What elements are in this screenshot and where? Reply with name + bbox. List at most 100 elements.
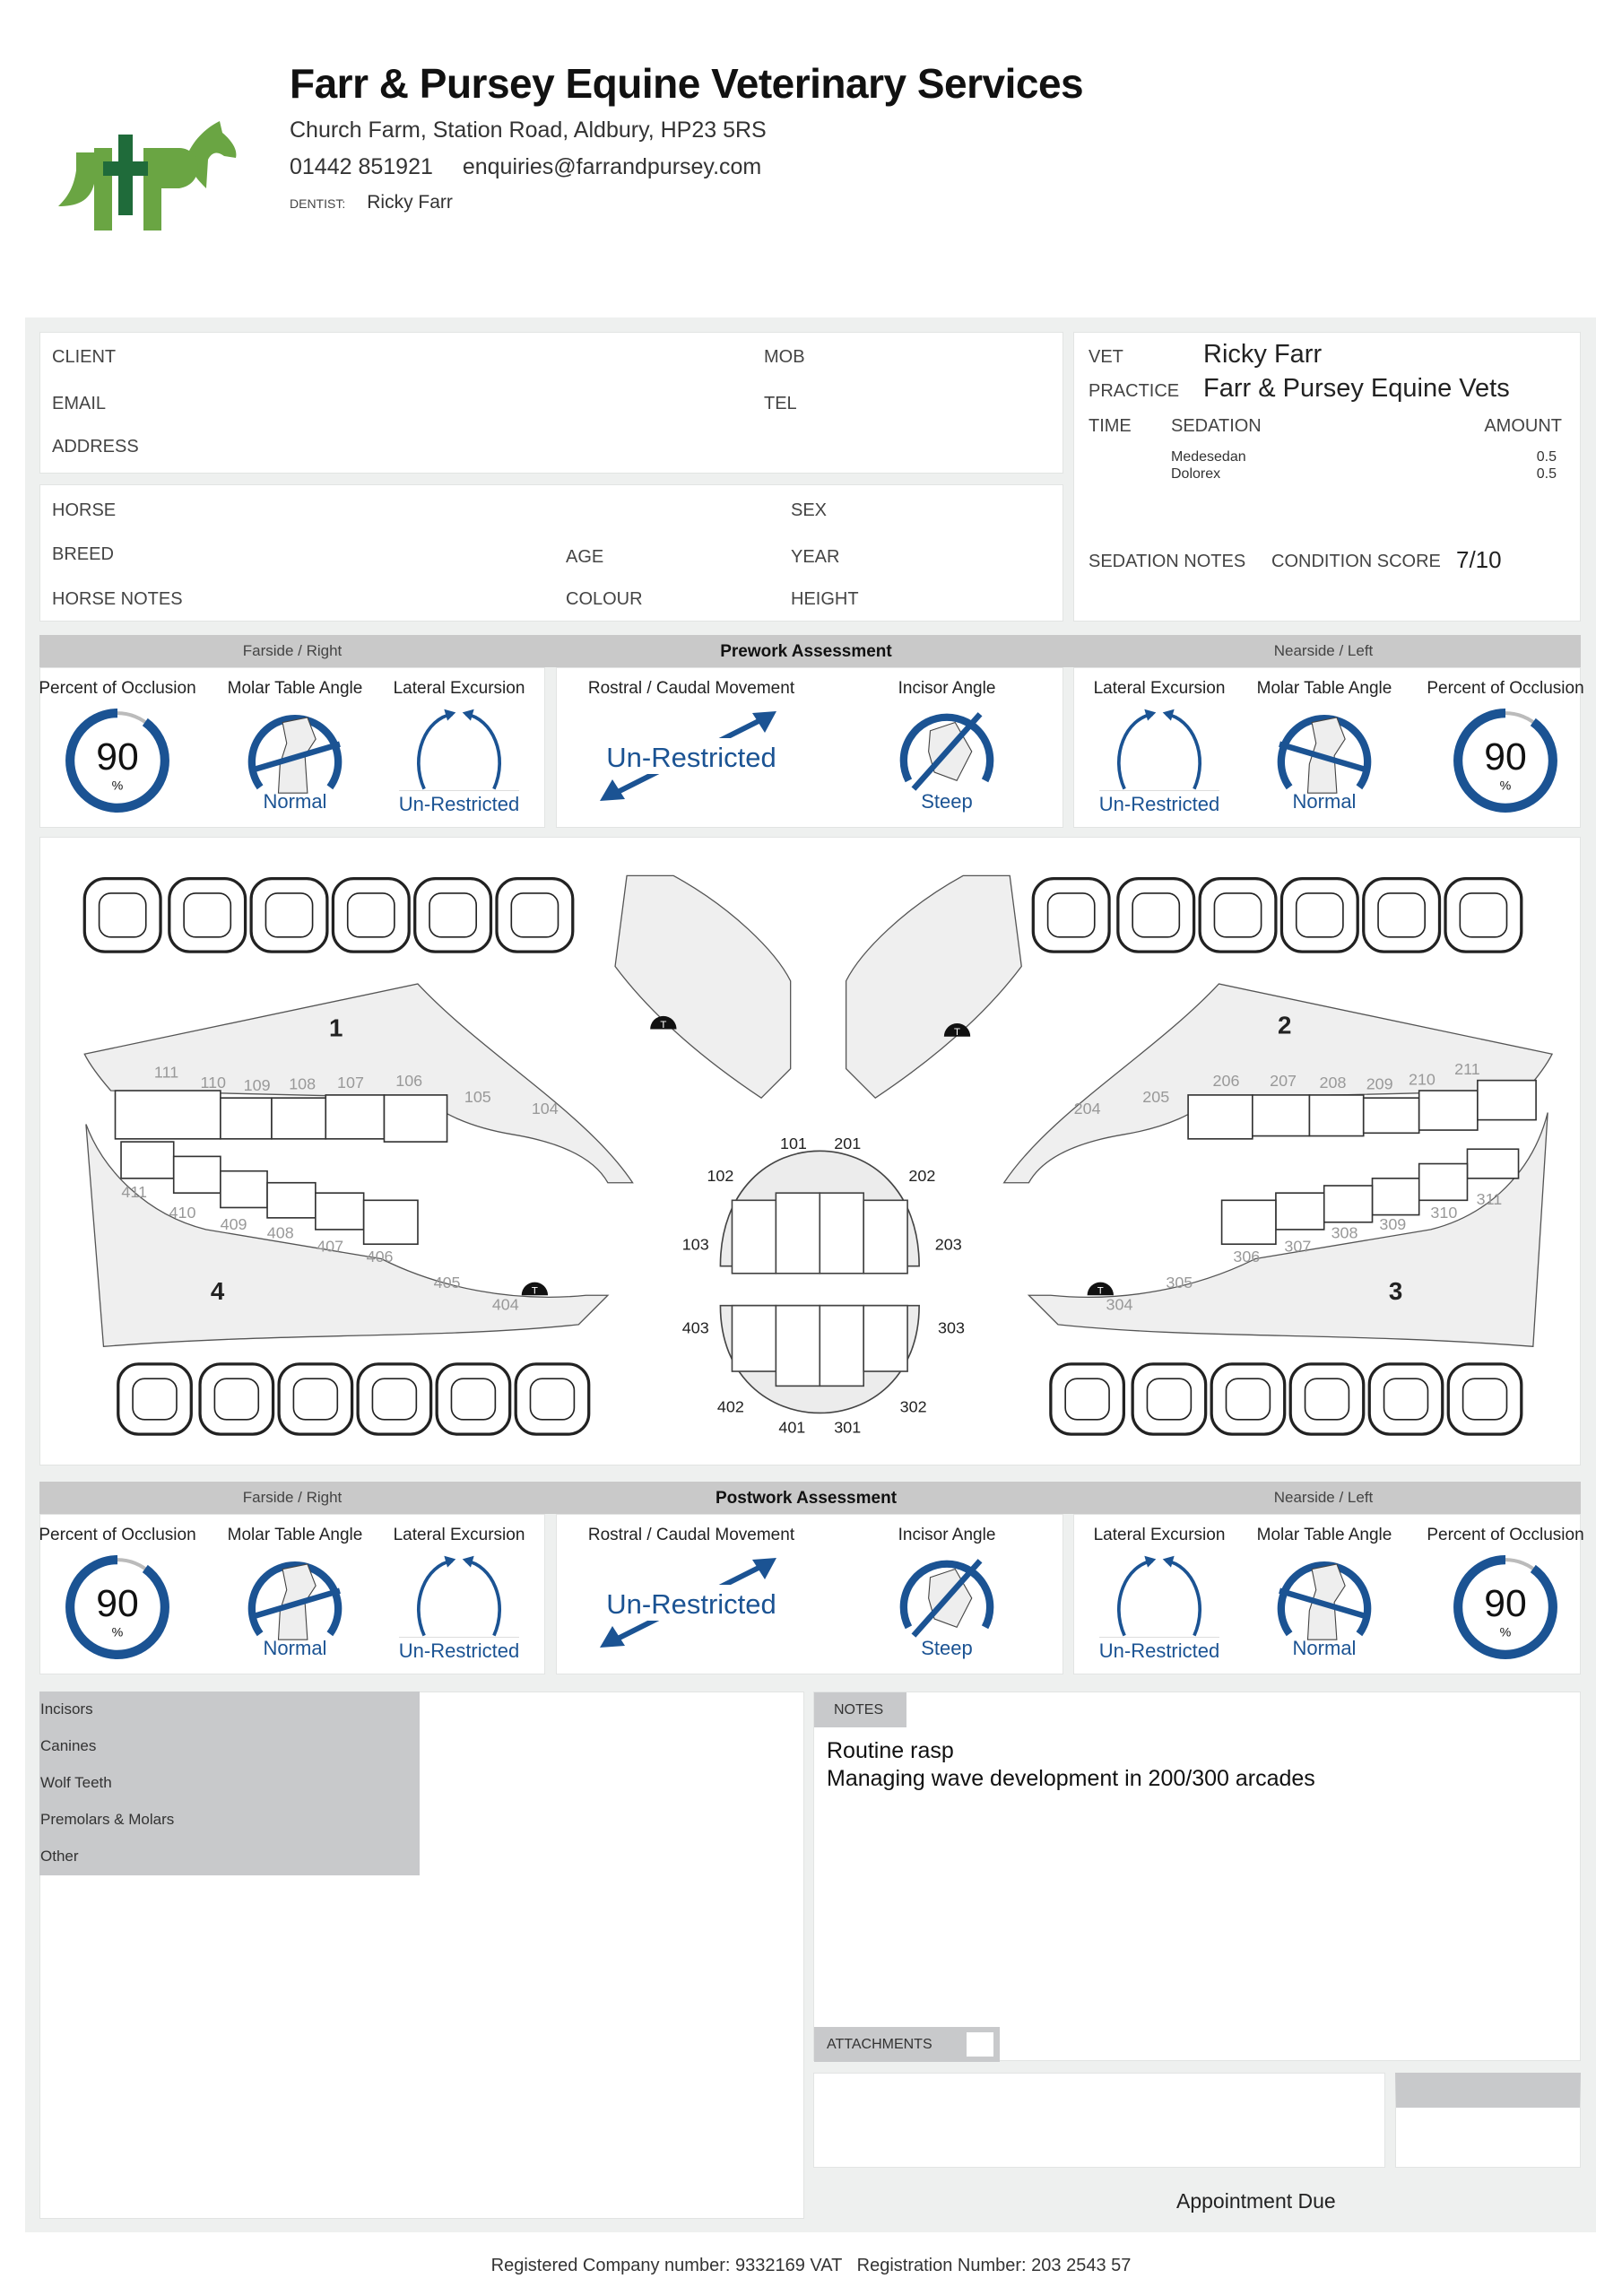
category-premolars-molars[interactable]: Premolars & Molars <box>40 1811 175 1828</box>
lateral-value: Un-Restricted <box>398 790 520 816</box>
occlusal-tooth <box>1049 1362 1125 1436</box>
molar-table-angle[interactable]: Molar Table Angle Normal <box>205 668 385 813</box>
category-incisors[interactable]: Incisors <box>40 1700 93 1718</box>
incisor-angle[interactable]: Incisor Angle Steep <box>857 1515 1037 1660</box>
percent-sign: % <box>112 779 124 794</box>
cheek-tooth <box>266 1181 317 1219</box>
tooth-number: 111 <box>154 1063 178 1081</box>
tooth-number: 201 <box>834 1135 861 1152</box>
cheek-tooth <box>383 1094 448 1143</box>
height-label: HEIGHT <box>791 589 859 609</box>
lateral-excursion[interactable]: Lateral Excursion Un-Restricted <box>1070 668 1249 816</box>
occlusion-gauge[interactable]: Percent of Occlusion 90 % <box>1416 1515 1595 1662</box>
occlusion-gauge[interactable]: Percent of Occlusion 90 % <box>1416 668 1595 815</box>
lateral-label: Lateral Excursion <box>1093 679 1226 698</box>
cheek-tooth <box>1252 1094 1311 1137</box>
occlusal-tooth <box>168 877 247 953</box>
occlusal-tooth <box>1444 877 1523 953</box>
tooth-number: 207 <box>1270 1072 1297 1090</box>
incisor-angle-icon <box>899 1559 994 1638</box>
rostral-caudal-movement[interactable]: Rostral / Caudal Movement Un-Restricted <box>575 668 808 804</box>
molar-value: Normal <box>1292 1637 1357 1659</box>
tooth-number: 402 <box>717 1398 744 1416</box>
occlusion-arc <box>1453 1555 1557 1659</box>
quadrant-number: 2 <box>1278 1011 1291 1039</box>
tooth-number: 404 <box>492 1296 519 1314</box>
occlusal-tooth <box>1198 877 1278 953</box>
assessment-header-bar: Farside / Right Prework Assessment Nears… <box>39 635 1581 667</box>
sedation-name: Medesedan <box>1171 449 1246 465</box>
mob-label: MOB <box>764 347 805 367</box>
appointment-date-box[interactable] <box>1395 2073 1581 2168</box>
cheek-tooth <box>315 1192 365 1231</box>
occlusion-ring-icon: 90 % <box>65 709 169 813</box>
occlusal-teeth <box>82 877 1523 1436</box>
lateral-label: Lateral Excursion <box>393 1526 525 1544</box>
cheek-tooth <box>1275 1192 1325 1231</box>
tooth-number: 108 <box>289 1074 316 1092</box>
lateral-excursion-arrows-icon <box>416 709 502 790</box>
company-name: Farr & Pursey Equine Veterinary Services <box>290 60 1084 107</box>
rostral-caudal-movement[interactable]: Rostral / Caudal Movement Un-Restricted <box>575 1515 808 1651</box>
incisor-value: Steep <box>921 790 973 813</box>
tooth-number: 202 <box>908 1167 935 1185</box>
occlusal-tooth <box>1288 1362 1366 1436</box>
lateral-excursion[interactable]: Lateral Excursion Un-Restricted <box>1070 1515 1249 1663</box>
incisor-front-view <box>719 1150 920 1414</box>
lateral-excursion[interactable]: Lateral Excursion Un-Restricted <box>369 1515 549 1663</box>
tooth-number: 405 <box>434 1274 461 1292</box>
tooth-number: 204 <box>1074 1100 1101 1118</box>
horse-notes-label: HORSE NOTES <box>52 589 183 609</box>
lateral-excursion[interactable]: Lateral Excursion Un-Restricted <box>369 668 549 816</box>
assessment-header-bar: Farside / Right Postwork Assessment Near… <box>39 1482 1581 1514</box>
company-email[interactable]: enquiries@farrandpursey.com <box>462 154 762 179</box>
category-other[interactable]: Other <box>40 1848 79 1865</box>
sedation-label: SEDATION <box>1171 416 1262 436</box>
tooth-number: 411 <box>121 1183 147 1201</box>
vet-label: VET <box>1089 347 1123 367</box>
occlusion-gauge[interactable]: Percent of Occlusion 90 % <box>28 668 207 815</box>
email-label: EMAIL <box>52 394 107 413</box>
tooth-number: 304 <box>1106 1296 1133 1314</box>
cheek-tooth <box>120 1141 175 1179</box>
category-wolf-teeth[interactable]: Wolf Teeth <box>40 1774 112 1791</box>
occlusion-arc <box>65 709 169 813</box>
molar-table-angle[interactable]: Molar Table Angle Normal <box>1235 668 1414 813</box>
cheek-tooth <box>1220 1199 1277 1246</box>
cheek-tooth <box>1418 1090 1479 1131</box>
category-canines[interactable]: Canines <box>40 1737 97 1754</box>
tooth-number: 101 <box>780 1135 807 1152</box>
notes-text[interactable]: Routine rasp Managing wave development i… <box>827 1737 1315 1793</box>
tooth-number: 205 <box>1142 1088 1169 1106</box>
occlusion-value: 90 <box>96 735 138 778</box>
tooth-number: 103 <box>682 1236 709 1254</box>
occlusion-ring-icon: 90 % <box>1453 709 1557 813</box>
cheek-tooth <box>1323 1185 1374 1223</box>
lateral-excursion-arrows-icon <box>416 1555 502 1637</box>
appointment-field[interactable] <box>813 2073 1385 2168</box>
tooth-number: 109 <box>244 1076 271 1094</box>
occlusion-value: 90 <box>1484 1582 1526 1625</box>
tooth-number: 401 <box>778 1419 805 1437</box>
footer-registration: Registered Company number: 9332169 VAT R… <box>490 2256 1132 2275</box>
breed-label: BREED <box>52 544 114 564</box>
company-logo <box>54 117 242 233</box>
notes-box: NOTES Routine rasp Managing wave develop… <box>813 1692 1581 2062</box>
occlusal-tooth <box>331 877 411 953</box>
wolf-tooth-marker <box>943 1023 971 1037</box>
occlusal-tooth <box>1131 1362 1208 1436</box>
attachments-checkbox[interactable] <box>967 2032 993 2057</box>
occlusal-tooth <box>198 1362 275 1436</box>
molar-table-angle[interactable]: Molar Table Angle Normal <box>205 1515 385 1660</box>
tooth-number: 107 <box>337 1074 364 1091</box>
occlusion-gauge[interactable]: Percent of Occlusion 90 % <box>28 1515 207 1662</box>
rostral-value: Un-Restricted <box>606 742 776 773</box>
cheek-tooth <box>1187 1094 1253 1140</box>
wolf-tooth-marker-label: T <box>660 1020 666 1031</box>
incisor-angle[interactable]: Incisor Angle Steep <box>857 668 1037 813</box>
tooth-number: 211 <box>1454 1060 1480 1078</box>
tooth-number: 311 <box>1477 1190 1503 1208</box>
molar-table-angle[interactable]: Molar Table Angle Normal <box>1235 1515 1414 1660</box>
occlusion-label: Percent of Occlusion <box>1427 1526 1584 1544</box>
notes-line: Managing wave development in 200/300 arc… <box>827 1766 1315 1791</box>
